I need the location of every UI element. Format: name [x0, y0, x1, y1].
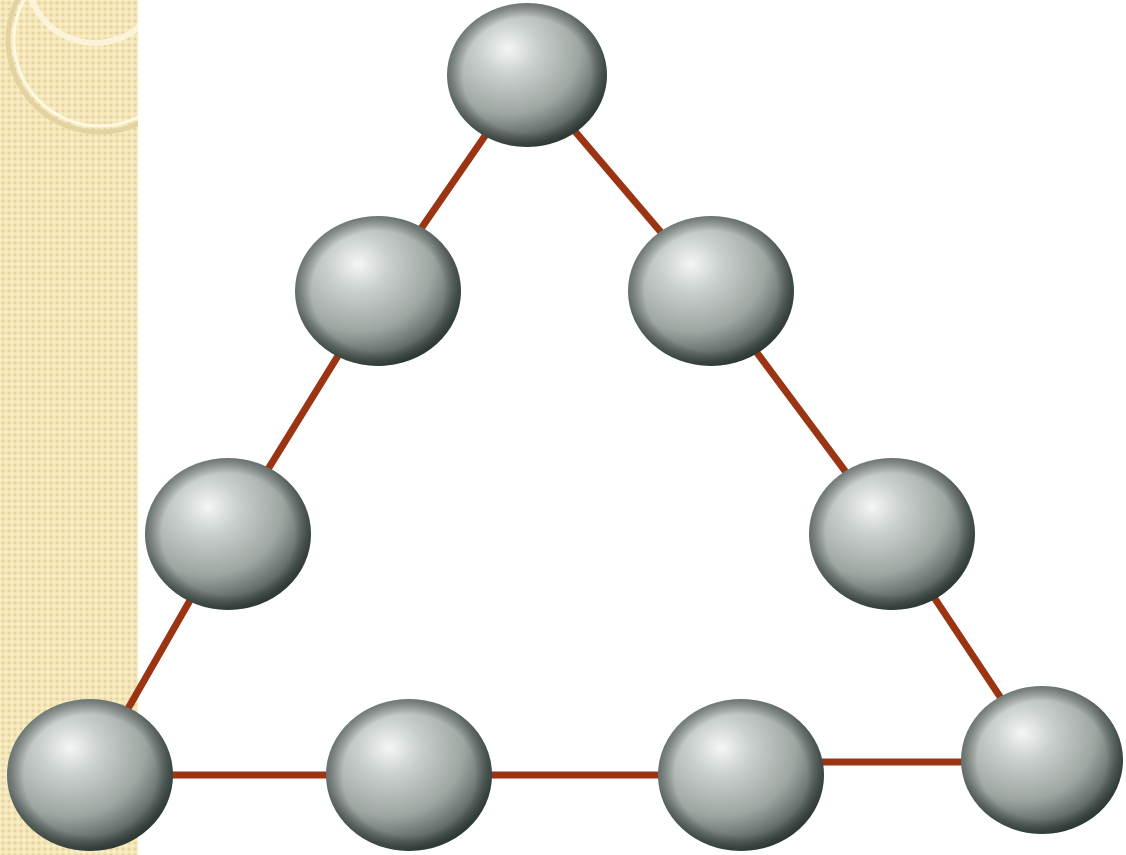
sphere-node-upper-right	[628, 216, 794, 366]
sphere-nodes	[7, 3, 1123, 851]
sphere-node-top	[447, 3, 607, 147]
sphere-node-bottom-left	[7, 699, 173, 851]
sphere-node-bottom-third	[658, 699, 824, 851]
sphere-node-upper-left	[295, 216, 461, 366]
sphere-node-mid-left	[145, 458, 311, 610]
connector-lines	[90, 75, 1042, 775]
sphere-node-bottom-second	[326, 699, 492, 851]
sphere-node-mid-right	[809, 458, 975, 610]
sphere-node-bottom-right	[961, 686, 1123, 834]
